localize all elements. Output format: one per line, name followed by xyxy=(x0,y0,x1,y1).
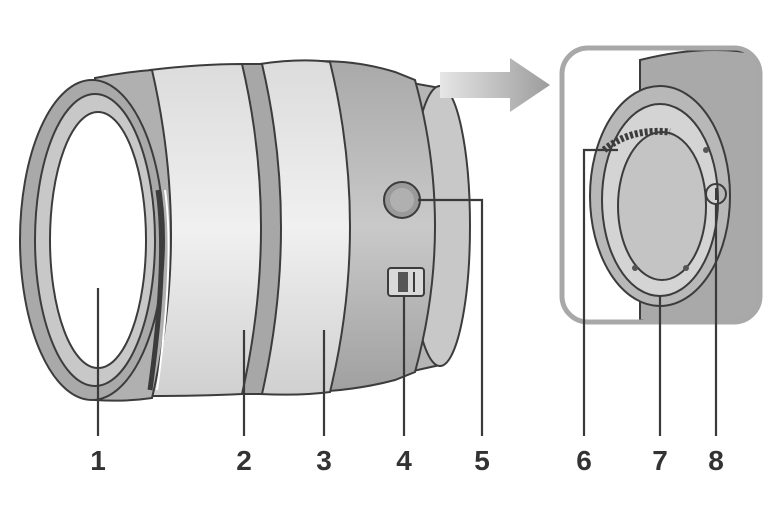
electrical-contacts xyxy=(601,127,671,153)
leader-lines xyxy=(96,148,718,436)
callout-3: 3 xyxy=(316,445,332,476)
focus-ring xyxy=(149,62,262,398)
rear-lens-element xyxy=(617,131,707,281)
callout-6: 6 xyxy=(576,445,592,476)
callout-2: 2 xyxy=(236,445,252,476)
callout-4: 4 xyxy=(396,445,412,476)
callout-numbers: 1 2 3 4 5 6 7 8 xyxy=(90,445,724,476)
callout-7: 7 xyxy=(652,445,668,476)
callout-1: 1 xyxy=(90,445,106,476)
lens-barrel xyxy=(19,59,471,402)
callout-8: 8 xyxy=(708,445,724,476)
zoom-ring xyxy=(259,59,351,396)
direction-arrow xyxy=(440,58,550,112)
callout-5: 5 xyxy=(474,445,490,476)
rear-view-inset xyxy=(559,45,763,325)
